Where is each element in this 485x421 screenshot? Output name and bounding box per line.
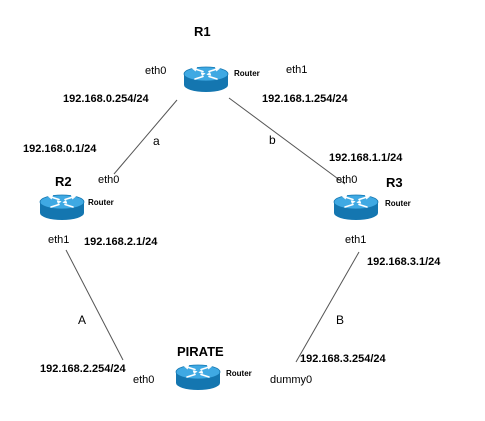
ip-r2-eth1: 192.168.2.1/24 xyxy=(84,236,158,248)
iface-pirate-eth0: eth0 xyxy=(133,374,155,386)
link-label-a: a xyxy=(153,134,160,148)
link-line-b xyxy=(228,97,346,185)
ip-r3-eth1: 192.168.3.1/24 xyxy=(367,256,441,268)
iface-r3-eth1: eth1 xyxy=(345,234,367,246)
ip-r1-eth1: 192.168.1.254/24 xyxy=(262,93,348,105)
iface-r1-eth0: eth0 xyxy=(145,65,167,77)
link-line-A xyxy=(65,249,124,361)
ip-r3-eth0: 192.168.1.1/24 xyxy=(329,152,403,164)
ip-pirate-eth0: 192.168.2.254/24 xyxy=(40,363,126,375)
iface-r3-eth0: eth0 xyxy=(336,174,358,186)
router-icon-r1[interactable] xyxy=(183,65,229,93)
iface-r2-eth1: eth1 xyxy=(48,234,70,246)
ip-pirate-dummy0: 192.168.3.254/24 xyxy=(300,353,386,365)
link-label-B: B xyxy=(336,313,345,327)
node-name-r3: R3 xyxy=(386,175,403,190)
link-line-a xyxy=(113,99,178,175)
node-type-r1: Router xyxy=(234,69,260,78)
ip-r2-eth0: 192.168.0.1/24 xyxy=(23,143,97,155)
iface-pirate-dummy0: dummy0 xyxy=(270,374,313,386)
link-line-B xyxy=(295,251,360,363)
node-name-r2: R2 xyxy=(55,174,72,189)
iface-r1-eth1: eth1 xyxy=(286,64,308,76)
router-icon-r3[interactable] xyxy=(333,193,379,221)
node-type-r2: Router xyxy=(88,198,114,207)
ip-r1-eth0: 192.168.0.254/24 xyxy=(63,93,149,105)
node-name-pirate: PIRATE xyxy=(177,344,224,359)
link-label-b: b xyxy=(269,133,276,147)
node-name-r1: R1 xyxy=(194,24,211,39)
node-type-pirate: Router xyxy=(226,369,252,378)
router-icon-pirate[interactable] xyxy=(175,363,221,391)
iface-r2-eth0: eth0 xyxy=(98,174,120,186)
router-icon-r2[interactable] xyxy=(39,193,85,221)
node-type-r3: Router xyxy=(385,199,411,208)
link-label-A: A xyxy=(78,313,87,327)
